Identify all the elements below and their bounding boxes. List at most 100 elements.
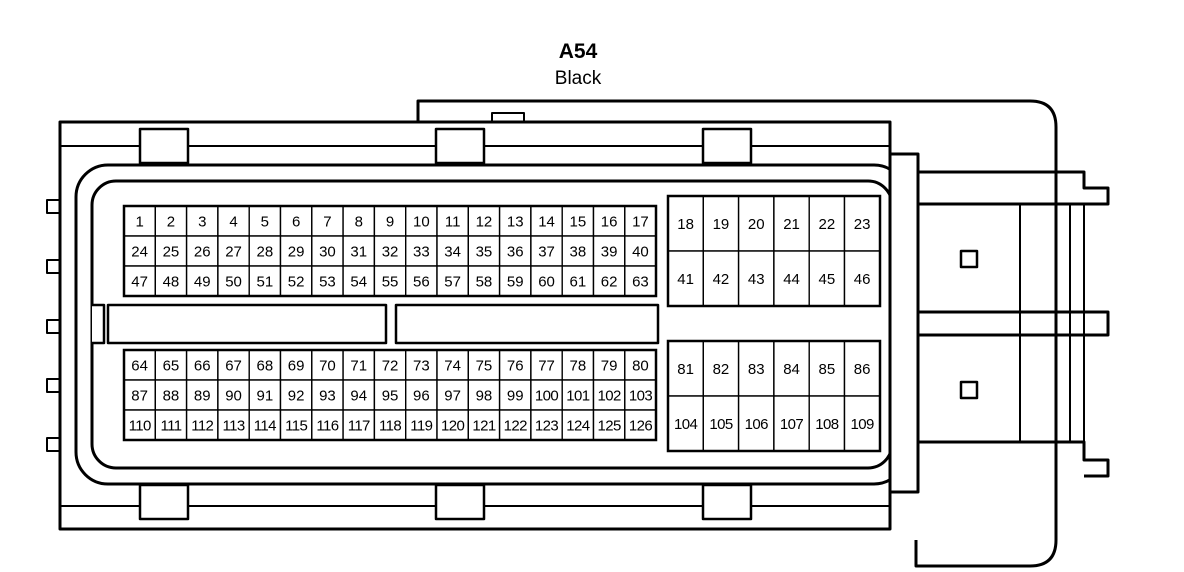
pin-number: 36 <box>507 243 524 260</box>
pin-number: 58 <box>476 273 493 290</box>
pin-number: 43 <box>748 271 765 288</box>
pin-number: 52 <box>288 273 305 290</box>
pin-number: 16 <box>601 213 618 230</box>
lever-arm-middle <box>918 310 1110 337</box>
pin-number: 99 <box>507 387 524 404</box>
pin-number: 87 <box>131 387 148 404</box>
pin-cavity <box>185 409 219 441</box>
pin-cavity <box>279 265 313 297</box>
pin-number: 47 <box>131 273 148 290</box>
pin-number: 61 <box>570 273 587 290</box>
pin-number: 67 <box>225 357 242 374</box>
pin-number: 76 <box>507 357 524 374</box>
pin-cavity <box>467 379 501 411</box>
pin-number: 57 <box>444 273 461 290</box>
latch-bar <box>888 152 920 494</box>
pin-block-left-top-frame <box>122 204 658 298</box>
pin-number: 56 <box>413 273 430 290</box>
pin-number: 35 <box>476 243 493 260</box>
pin-number: 93 <box>319 387 336 404</box>
pin-number: 14 <box>538 213 555 230</box>
pin-number: 64 <box>131 357 148 374</box>
pin-number: 25 <box>163 243 180 260</box>
pin-number: 12 <box>476 213 493 230</box>
pin-number: 111 <box>160 417 181 434</box>
pin-number: 86 <box>854 361 871 378</box>
pin-number: 31 <box>350 243 367 260</box>
pin-cavity <box>342 379 376 411</box>
pin-number: 69 <box>288 357 305 374</box>
pin-cavity <box>123 265 156 297</box>
pin-number: 74 <box>444 357 461 374</box>
pin-number: 49 <box>194 273 211 290</box>
pin-cavity <box>624 409 657 441</box>
pin-number: 22 <box>819 216 836 233</box>
pin-number: 68 <box>257 357 274 374</box>
pin-number: 117 <box>348 417 370 434</box>
pin-number: 80 <box>632 357 649 374</box>
pin-cavity <box>561 235 595 267</box>
pin-number: 41 <box>677 271 694 288</box>
pin-number: 98 <box>476 387 493 404</box>
pin-number: 119 <box>410 417 432 434</box>
pin-block-left-bottom-frame <box>122 348 658 442</box>
pin-number: 27 <box>225 243 242 260</box>
pin-cavity <box>123 235 156 267</box>
pin-number: 91 <box>257 387 274 404</box>
pin-cavity <box>279 409 313 441</box>
pin-cavity <box>702 195 740 252</box>
pin-number: 10 <box>413 213 430 230</box>
pin-number: 50 <box>225 273 242 290</box>
pin-cavity <box>498 409 532 441</box>
pin-cavity <box>248 265 282 297</box>
pin-number: 78 <box>570 357 587 374</box>
pin-cavity <box>185 265 219 297</box>
pin-number: 125 <box>598 417 621 434</box>
pin-number: 28 <box>257 243 274 260</box>
pin-number: 5 <box>261 213 269 230</box>
pin-cavity <box>498 379 532 411</box>
pin-number: 21 <box>783 216 800 233</box>
pin-number: 82 <box>713 361 730 378</box>
pin-number: 121 <box>472 417 495 434</box>
pin-number: 33 <box>413 243 430 260</box>
pin-number: 42 <box>713 271 730 288</box>
pin-number: 120 <box>441 417 464 434</box>
pin-number: 51 <box>257 273 274 290</box>
pin-cavity <box>436 379 469 411</box>
pin-number: 90 <box>225 387 242 404</box>
lever-arm-top <box>918 170 1110 206</box>
pin-number: 84 <box>783 361 800 378</box>
pin-cavity <box>342 349 376 381</box>
pin-number: 88 <box>163 387 180 404</box>
pin-number: 8 <box>355 213 363 230</box>
pin-number: 1 <box>135 213 143 230</box>
pin-cavity <box>217 265 250 297</box>
pin-number: 126 <box>629 417 652 434</box>
pin-number: 72 <box>382 357 399 374</box>
pin-number: 122 <box>504 417 527 434</box>
pin-number: 39 <box>601 243 618 260</box>
pin-cavity <box>311 379 344 411</box>
pin-number: 81 <box>677 361 694 378</box>
pin-number: 70 <box>319 357 336 374</box>
pin-cavity <box>311 265 344 297</box>
pin-cavity <box>624 235 657 267</box>
pin-number: 62 <box>601 273 618 290</box>
pin-number: 101 <box>566 387 589 404</box>
pin-number: 92 <box>288 387 305 404</box>
pin-number: 18 <box>677 216 694 233</box>
divider-slot-left <box>106 303 388 345</box>
pin-cavity <box>530 379 563 411</box>
pin-cavity <box>702 395 740 452</box>
pin-cavity <box>530 205 563 237</box>
pin-number: 45 <box>819 271 836 288</box>
pin-cavity <box>154 205 188 237</box>
pin-number: 55 <box>382 273 399 290</box>
pin-number: 73 <box>413 357 430 374</box>
pin-number: 65 <box>163 357 180 374</box>
pin-number: 44 <box>783 271 800 288</box>
